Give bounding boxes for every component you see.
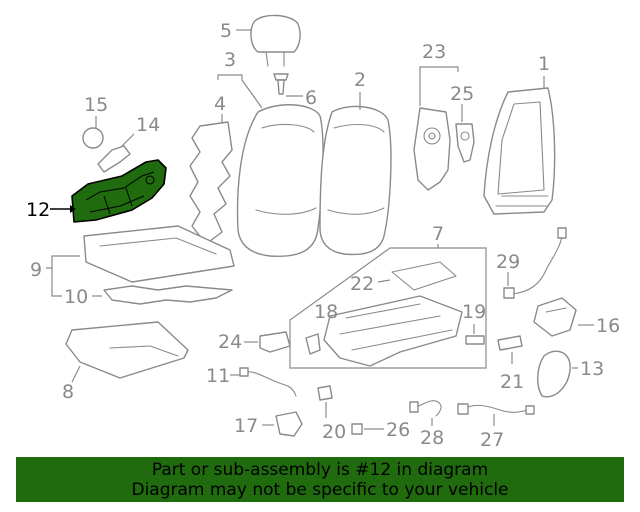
part-5-headrest	[250, 14, 301, 67]
callout-3[interactable]: 3	[224, 49, 236, 71]
part-14-lever	[97, 145, 131, 173]
callout-14[interactable]: 14	[136, 114, 160, 136]
part-24-bracket	[259, 331, 291, 353]
callout-2[interactable]: 2	[354, 69, 366, 91]
part-6-headrest-guide	[273, 73, 289, 95]
callout-4[interactable]: 4	[214, 93, 226, 115]
callout-7[interactable]: 7	[432, 223, 444, 245]
banner-line-1: Part or sub-assembly is #12 in diagram	[151, 459, 489, 480]
banner-line-2: Diagram may not be specific to your vehi…	[131, 479, 509, 500]
callout-12[interactable]: 12	[26, 199, 50, 221]
part-29-wire	[503, 227, 567, 299]
callout-8[interactable]: 8	[62, 381, 74, 403]
callout-22[interactable]: 22	[350, 273, 374, 295]
callout-19[interactable]: 19	[462, 301, 486, 323]
callout-18[interactable]: 18	[314, 301, 338, 323]
callout-6[interactable]: 6	[305, 87, 317, 109]
part-4-back-pad	[189, 121, 233, 245]
part-3-back-cover	[236, 104, 324, 257]
part-1-back-frame	[483, 87, 556, 215]
callout-29[interactable]: 29	[496, 251, 520, 273]
part-26-clip	[351, 423, 363, 435]
callout-17[interactable]: 17	[234, 415, 258, 437]
part-9-cushion-cover	[83, 225, 235, 283]
callout-9[interactable]: 9	[30, 259, 42, 281]
callout-13[interactable]: 13	[580, 358, 604, 380]
callout-23[interactable]: 23	[422, 41, 446, 63]
callout-27[interactable]: 27	[480, 429, 504, 451]
part-13-cover	[537, 350, 571, 398]
callout-10[interactable]: 10	[64, 286, 88, 308]
part-16-bracket	[533, 297, 577, 337]
part-17-bracket	[275, 411, 303, 437]
part-11-cable	[239, 367, 297, 397]
callout-5[interactable]: 5	[220, 20, 232, 42]
part-12-side-shield-highlighted[interactable]	[71, 159, 167, 223]
part-18-clip	[305, 333, 321, 355]
part-7-adjuster-group	[289, 247, 487, 369]
part-10-cushion-pad	[103, 285, 233, 305]
callout-28[interactable]: 28	[420, 427, 444, 449]
part-8-cushion	[65, 321, 189, 379]
callout-24[interactable]: 24	[218, 331, 242, 353]
part-20-clip	[317, 385, 333, 401]
callout-15[interactable]: 15	[84, 94, 108, 116]
part-23-side-panel	[413, 107, 451, 191]
part-15-knob	[82, 127, 104, 149]
part-2-back-pad	[319, 105, 392, 256]
part-28-harness	[409, 400, 442, 417]
part-21-clip	[497, 335, 523, 351]
info-banner: Part or sub-assembly is #12 in diagram D…	[16, 457, 624, 502]
callout-20[interactable]: 20	[322, 421, 346, 443]
part-25-bracket	[455, 123, 475, 163]
callout-16[interactable]: 16	[596, 315, 620, 337]
callout-21[interactable]: 21	[500, 371, 524, 393]
callout-25[interactable]: 25	[450, 83, 474, 105]
callout-26[interactable]: 26	[386, 419, 410, 441]
callout-1[interactable]: 1	[538, 53, 550, 75]
seat-parts-diagram: 5 6 3 4 2 23 25 1	[26, 14, 620, 451]
part-19-bolt	[465, 335, 485, 345]
part-27-harness	[457, 403, 535, 415]
callout-11[interactable]: 11	[206, 365, 230, 387]
